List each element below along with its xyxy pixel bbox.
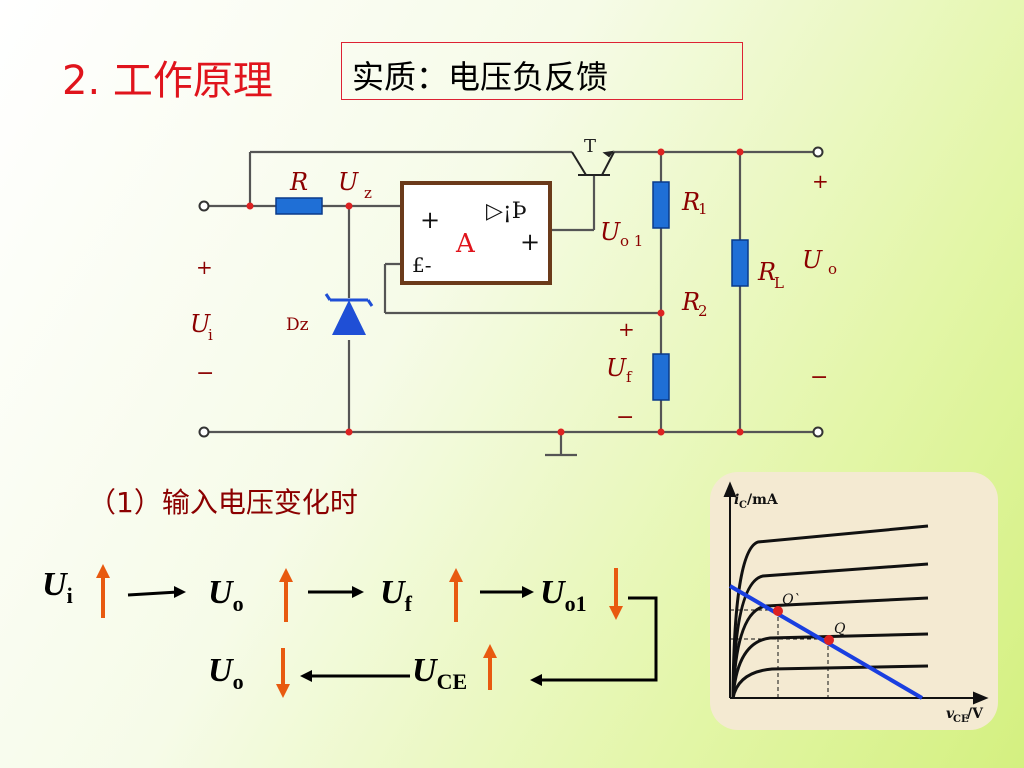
chain-uo1: Uo1 xyxy=(540,574,587,616)
essence-text: 实质：电压负反馈 xyxy=(352,58,609,96)
x-axis-label-unit: /V xyxy=(967,706,984,722)
opamp-triangle-glyph: ▷¡Þ xyxy=(486,199,527,224)
circuit-diagram: R U z T R 1 R L R 2 U o U o 1 U f U i Dz… xyxy=(190,136,837,457)
zener-diode-symbol xyxy=(324,293,374,335)
input-case-heading: （1）输入电压变化时 xyxy=(88,486,358,519)
point-q-prime-marker xyxy=(773,606,783,616)
label-r: R xyxy=(289,168,308,196)
chain-uce: UCE xyxy=(412,652,468,694)
resistor-r2 xyxy=(652,353,670,401)
uo-minus: − xyxy=(810,365,828,390)
chain-ui: Ui xyxy=(42,566,73,608)
label-ui-sub: i xyxy=(208,326,213,344)
label-r2: R xyxy=(681,288,700,316)
x-axis-label: v xyxy=(946,706,955,722)
chain-uo-1: Uo xyxy=(208,574,244,616)
label-r2-sub: 2 xyxy=(698,302,708,320)
label-uo: U xyxy=(802,246,823,274)
label-uz: U xyxy=(338,168,359,196)
y-axis-label-unit: /mA xyxy=(747,492,779,508)
ui-plus: + xyxy=(196,255,213,279)
opamp-minus-input: £- xyxy=(412,253,431,277)
label-ui: U xyxy=(190,310,211,338)
page-title: 2. 工作原理 xyxy=(62,58,273,104)
transistor-symbol xyxy=(571,150,615,176)
label-rl: R xyxy=(757,258,776,286)
label-uz-sub: z xyxy=(364,184,372,202)
essence-box xyxy=(341,42,743,100)
opamp-plus-output: + xyxy=(520,228,540,256)
label-uo1: U xyxy=(600,218,621,246)
point-q-marker xyxy=(824,635,834,645)
resistor-r xyxy=(275,197,323,215)
output-characteristic-graph: i C /mA v CE /V Q` Q xyxy=(710,472,998,730)
label-uf: U xyxy=(606,354,627,382)
resistor-r1 xyxy=(652,181,670,229)
opamp-plus-input: + xyxy=(420,206,440,234)
chain-uf: Uf xyxy=(380,574,412,616)
x-axis-label-sub: CE xyxy=(953,714,969,725)
label-rl-sub: L xyxy=(774,274,784,292)
label-dz: Dz xyxy=(286,315,309,335)
label-a: A xyxy=(455,229,476,259)
uo-plus: + xyxy=(812,169,829,193)
opamp-box xyxy=(400,181,552,285)
label-uo-sub: o xyxy=(828,260,837,278)
resistor-rl xyxy=(731,239,749,287)
point-q-prime-label: Q` xyxy=(782,592,800,608)
point-q-label: Q xyxy=(834,621,846,637)
label-uf-sub: f xyxy=(626,368,633,386)
label-r1-sub: 1 xyxy=(698,200,708,218)
chain-uo-2: Uo xyxy=(208,652,244,694)
uf-plus: + xyxy=(618,317,635,341)
ui-minus: − xyxy=(196,361,214,386)
label-uo1-sub: o 1 xyxy=(620,232,643,250)
y-axis-label-sub: C xyxy=(739,500,747,511)
y-axis-label: i xyxy=(734,492,739,508)
label-t: T xyxy=(584,136,596,157)
uf-minus: − xyxy=(616,405,634,430)
reasoning-chain xyxy=(96,564,658,698)
label-r1: R xyxy=(681,188,700,216)
